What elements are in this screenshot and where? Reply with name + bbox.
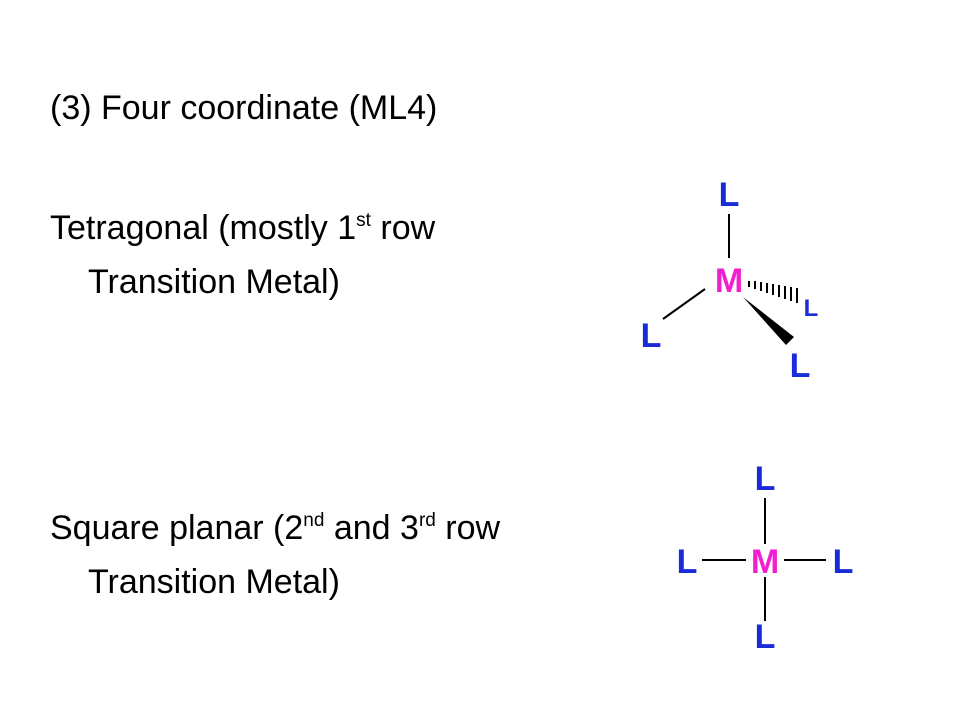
- tetragonal-row: row: [370, 209, 436, 247]
- square-planar-text: Square planar (2: [50, 509, 304, 547]
- tetragonal-text: Tetragonal (mostly 1: [50, 209, 357, 247]
- wedge-bond: [743, 297, 794, 345]
- square-planar-line-1: Square planar (2nd and 3rd row: [50, 508, 500, 548]
- square-planar-line-2: Transition Metal): [88, 563, 340, 601]
- bond-left: [662, 288, 706, 320]
- square-planar-row: row: [435, 509, 501, 547]
- ligand-top: L: [719, 176, 740, 214]
- tetragonal-line-1: Tetragonal (mostly 1st row: [50, 208, 435, 248]
- ligand-left: L: [677, 543, 698, 581]
- superscript-nd: nd: [303, 510, 325, 531]
- superscript-rd: rd: [418, 510, 436, 531]
- ligand-left: L: [641, 317, 662, 355]
- ligand-hashed: L: [804, 295, 819, 322]
- ligand-bottom: L: [755, 618, 776, 656]
- metal-atom: M: [715, 262, 743, 300]
- tetragonal-line-2: Transition Metal): [88, 263, 340, 301]
- superscript-st: st: [356, 210, 371, 231]
- hashed-bond: [748, 281, 798, 303]
- slide-heading: (3) Four coordinate (ML4): [50, 89, 438, 127]
- metal-atom: M: [751, 543, 779, 581]
- ligand-top: L: [755, 460, 776, 498]
- square-planar-and: and 3: [324, 509, 419, 547]
- ligand-wedge: L: [790, 347, 811, 385]
- ligand-right: L: [833, 543, 854, 581]
